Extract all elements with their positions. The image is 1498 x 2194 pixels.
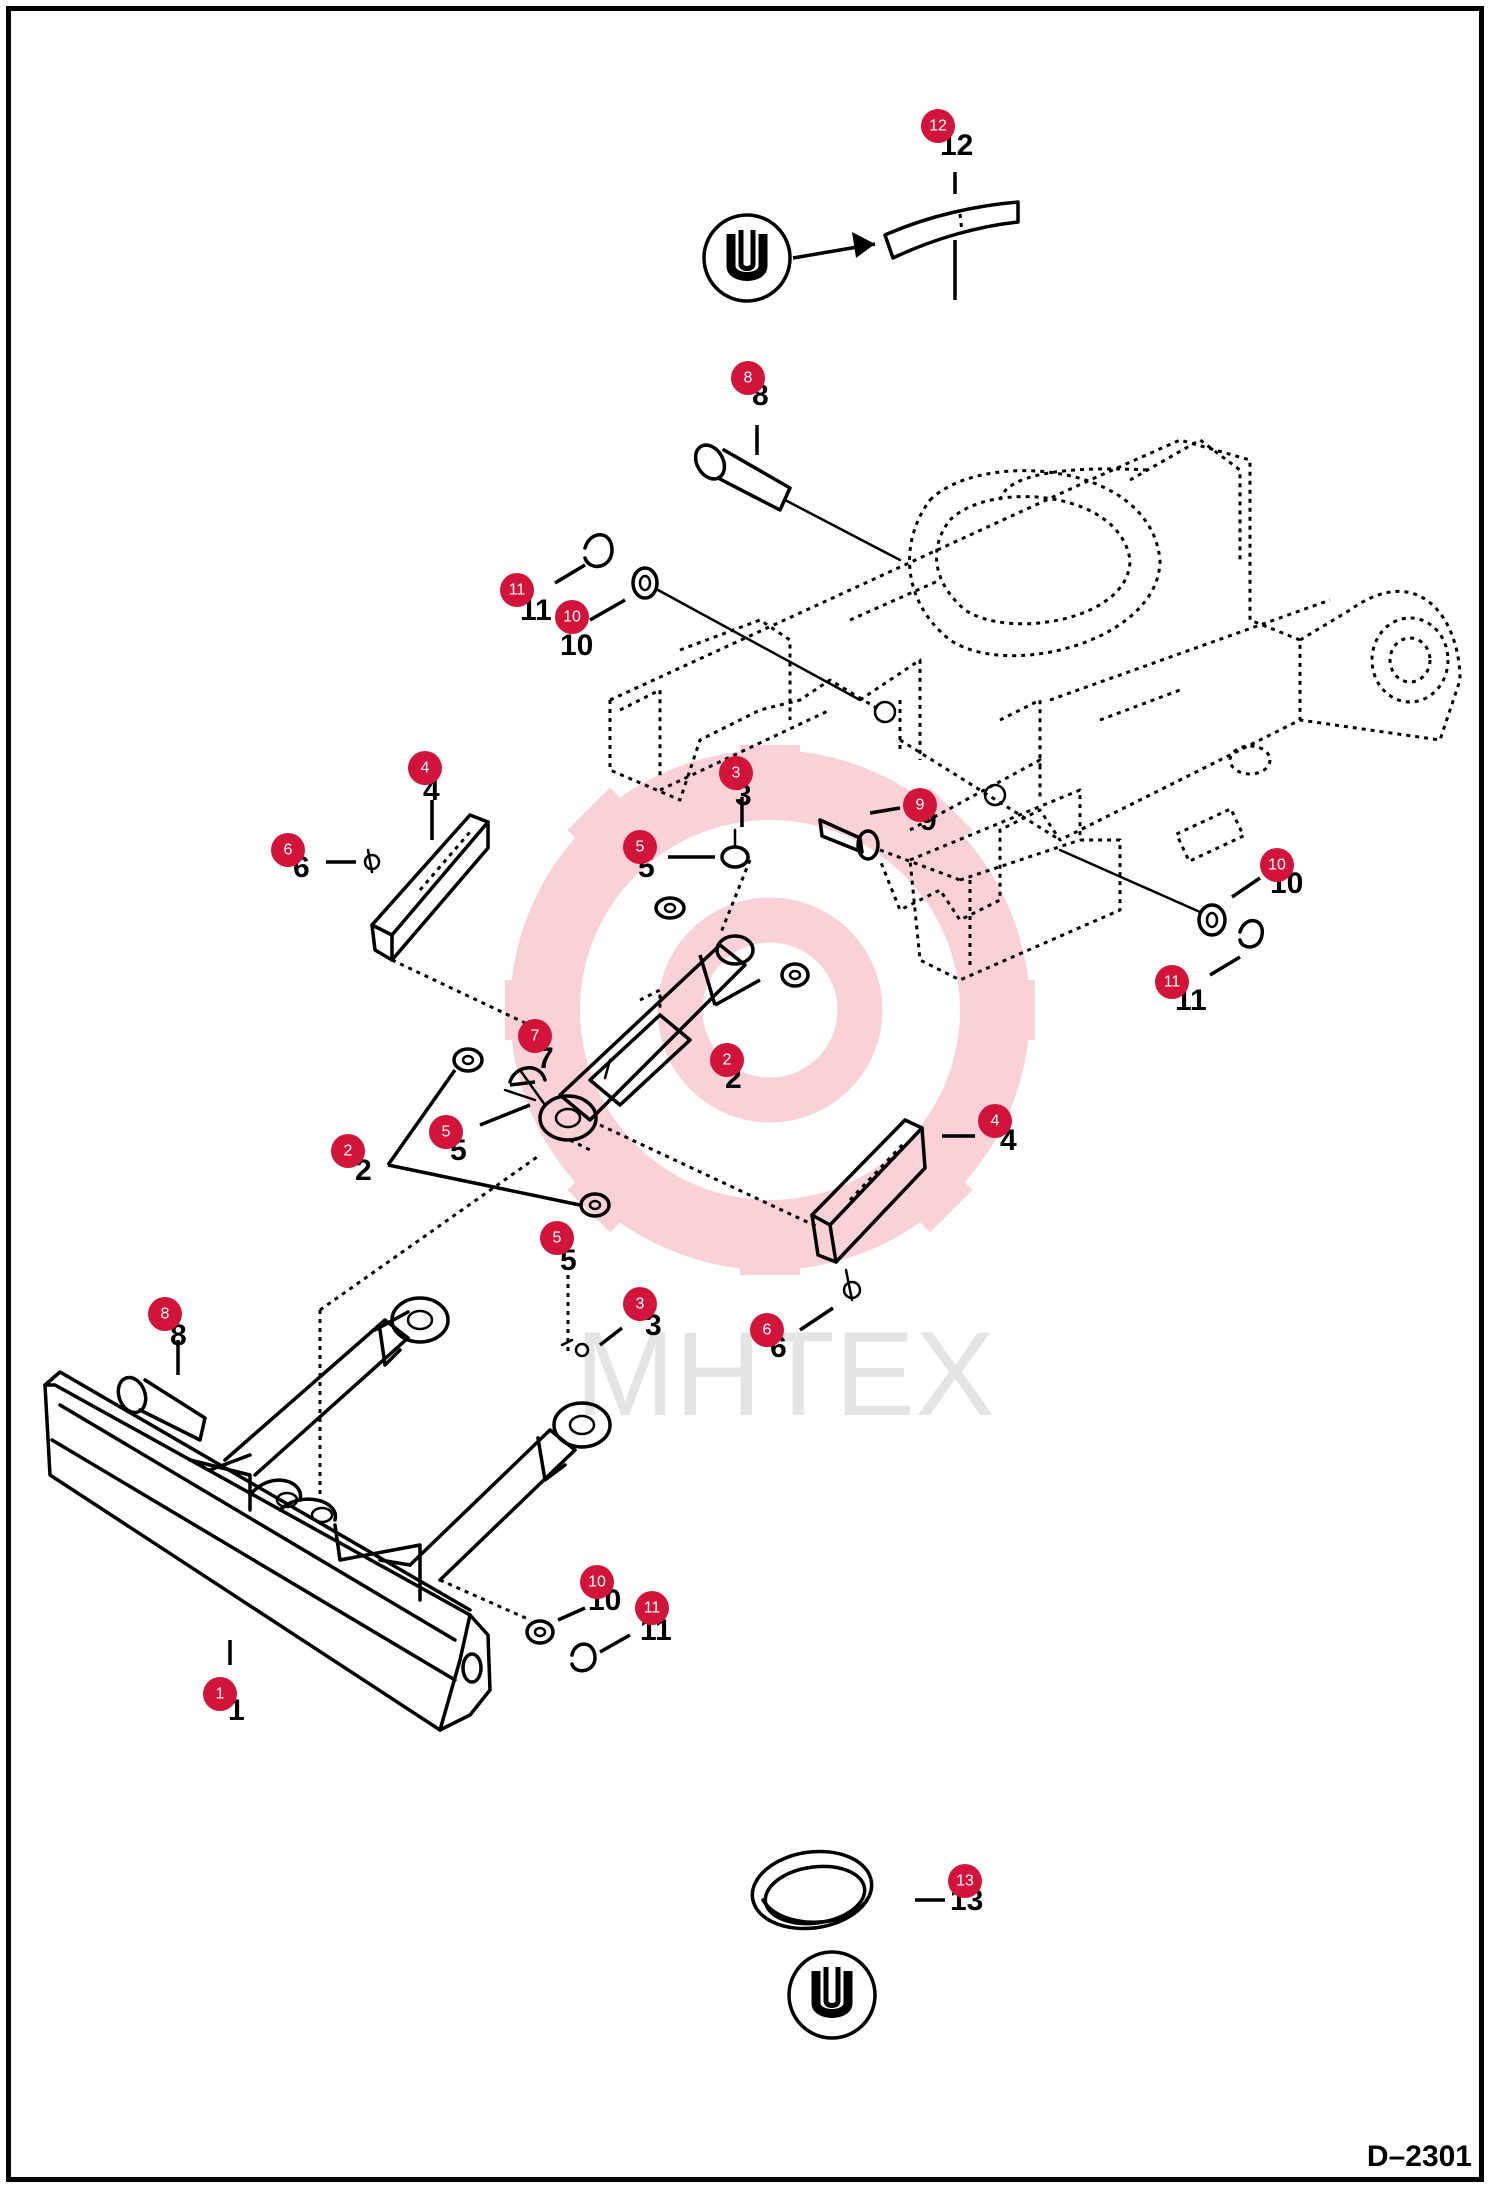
retaining-ring-lower xyxy=(525,1619,597,1673)
wear-strip-upper xyxy=(370,800,490,962)
svg-text:8: 8 xyxy=(161,1306,170,1323)
svg-text:9: 9 xyxy=(916,797,925,814)
callout-badge: 7 xyxy=(518,1019,552,1053)
callout-badges: 12 8 11 10 4 3 9 6 5 10 11 7 2 5 2 4 5 8… xyxy=(148,109,1294,1898)
pivot-pin-upper xyxy=(693,443,902,562)
callout-badge: 10 xyxy=(1260,848,1294,882)
retaining-ring-upper-left xyxy=(583,533,862,702)
callout-badge: 4 xyxy=(978,1104,1012,1138)
watermark-gear-icon xyxy=(505,745,1035,1275)
svg-text:8: 8 xyxy=(744,370,753,387)
svg-text:5: 5 xyxy=(553,1230,562,1247)
dozer-arms xyxy=(188,1296,612,1602)
dozer-cylinder xyxy=(518,934,755,1142)
svg-text:11: 11 xyxy=(509,582,526,599)
wear-strip-lower xyxy=(810,1118,927,1264)
screw-6-lower xyxy=(842,1268,862,1302)
svg-text:11: 11 xyxy=(1164,974,1181,991)
svg-text:2: 2 xyxy=(723,1052,732,1069)
callout-badge: 11 xyxy=(500,573,534,607)
undercarriage-frame xyxy=(608,438,1462,982)
callout-badge: 8 xyxy=(148,1297,182,1331)
seal-strip-part xyxy=(883,172,1020,300)
svg-text:11: 11 xyxy=(644,1600,661,1617)
cylinder-washers xyxy=(452,896,810,1218)
lock-pin-7 xyxy=(503,1066,547,1102)
seal-ring-part xyxy=(750,1849,874,1931)
callout-badge: 13 xyxy=(948,1864,982,1898)
svg-text:6: 6 xyxy=(284,842,293,859)
screw-6-upper xyxy=(363,848,381,874)
grease-fitting-lower xyxy=(560,1138,591,1358)
svg-text:1: 1 xyxy=(216,1686,225,1703)
svg-text:10: 10 xyxy=(588,1574,606,1591)
svg-text:6: 6 xyxy=(763,1322,772,1339)
svg-text:12: 12 xyxy=(929,118,947,135)
svg-text:3: 3 xyxy=(636,1296,645,1313)
svg-text:5: 5 xyxy=(636,839,645,856)
svg-text:2: 2 xyxy=(344,1143,353,1160)
callout-badge: 8 xyxy=(731,361,765,395)
callout-badge: 6 xyxy=(271,833,305,867)
drawing-reference: D–2301 xyxy=(1366,2140,1472,2173)
callout-badge: 5 xyxy=(429,1115,463,1149)
callout-badge: 11 xyxy=(635,1591,669,1625)
svg-text:13: 13 xyxy=(956,1873,974,1890)
svg-text:10: 10 xyxy=(563,609,581,626)
callout-badge: 9 xyxy=(903,788,937,822)
callout-badge: 1 xyxy=(203,1677,237,1711)
callout-badge: 2 xyxy=(710,1043,744,1077)
dozer-blade xyxy=(43,1370,492,1732)
retaining-ring-right xyxy=(1058,848,1264,949)
printed-part-numbers: 12 8 11 10 4 3 9 6 5 10 11 7 2 5 2 4 5 8… xyxy=(170,129,1303,1917)
svg-text:10: 10 xyxy=(1268,857,1286,874)
callout-badge: 5 xyxy=(540,1221,574,1255)
pivot-pin-lower xyxy=(116,1375,207,1442)
callout-badge: 6 xyxy=(750,1313,784,1347)
callout-badge: 12 xyxy=(921,109,955,143)
svg-text:4: 4 xyxy=(991,1113,1000,1130)
callout-badge: 4 xyxy=(408,751,442,785)
u-seal-kit-icon xyxy=(702,213,792,303)
watermark-text: МНТЕХ xyxy=(575,1307,995,1441)
callout-badge: 2 xyxy=(331,1134,365,1168)
svg-text:7: 7 xyxy=(531,1028,540,1045)
callout-badge: 10 xyxy=(580,1565,614,1599)
grease-fitting-upper xyxy=(718,828,752,936)
svg-text:3: 3 xyxy=(732,765,741,782)
callout-badge: 11 xyxy=(1155,965,1189,999)
callout-badge: 10 xyxy=(555,600,589,634)
callout-badge: 3 xyxy=(719,756,753,790)
u-seal-kit-icon xyxy=(787,1950,877,2040)
callout-badge: 3 xyxy=(623,1287,657,1321)
svg-text:4: 4 xyxy=(421,760,430,777)
printed-number: 10 xyxy=(560,629,593,662)
svg-text:5: 5 xyxy=(442,1124,451,1141)
callout-badge: 5 xyxy=(623,830,657,864)
pivot-pin-9 xyxy=(818,818,961,882)
